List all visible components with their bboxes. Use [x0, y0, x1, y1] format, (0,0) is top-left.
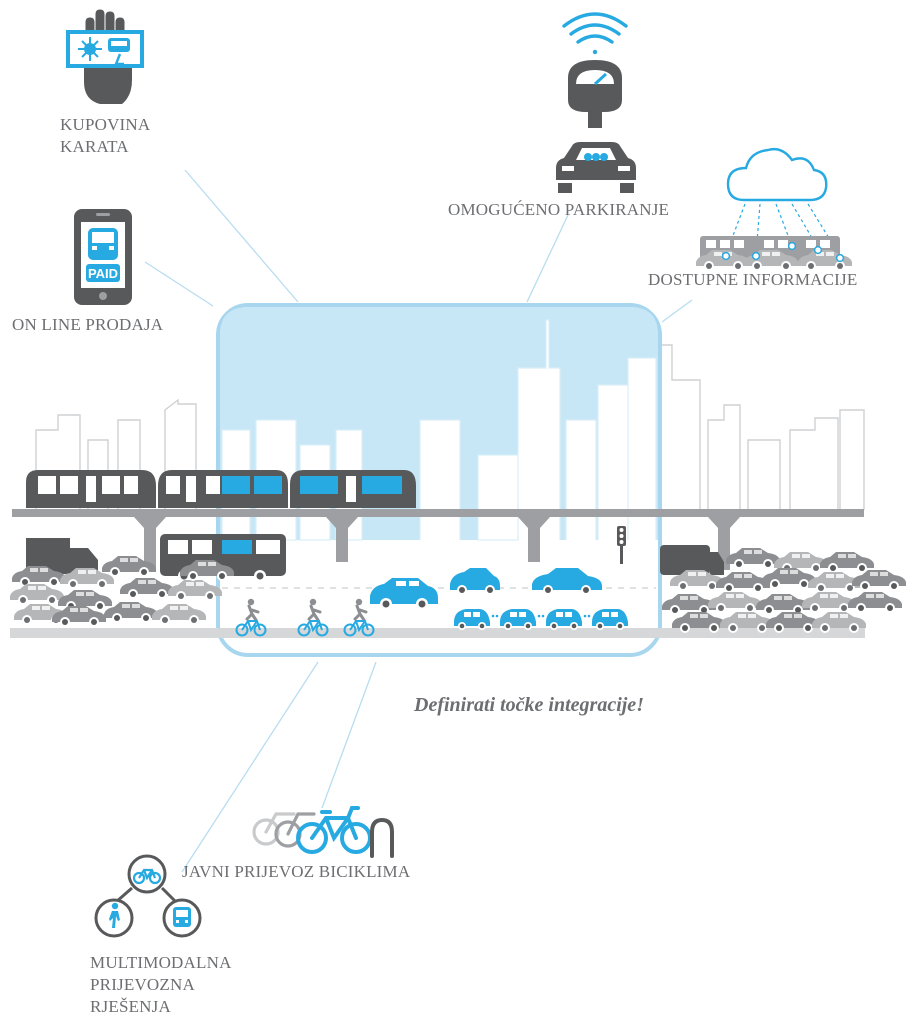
- label-ticket-purchase: KUPOVINA KARATA: [60, 114, 150, 158]
- bus-icon: [173, 907, 191, 927]
- traffic-right: [660, 545, 906, 633]
- label-smart-parking: OMOGUĆENO PARKIRANJE: [448, 200, 670, 219]
- cloud-icon: [696, 147, 852, 271]
- label-multimodal-line3: RJEŠENJA: [90, 997, 171, 1016]
- label-multimodal-line2: PRIJEVOZNA: [90, 975, 195, 994]
- monorail-train: [26, 470, 416, 508]
- label-bike-sharing: JAVNI PRIJEVOZ BICIKLIMA: [182, 862, 411, 881]
- parking-meter-icon: [568, 60, 622, 128]
- label-online-sales: ON LINE PRODAJA: [12, 315, 164, 334]
- traffic-left: [10, 534, 286, 627]
- connector-lines: [144, 169, 693, 873]
- label-info-access: DOSTUPNE INFORMACIJE: [648, 270, 858, 289]
- highlight-vehicles: [370, 568, 628, 630]
- car-icon: [556, 142, 636, 193]
- traffic-light: [617, 526, 626, 564]
- tagline: Definirati točke integracije!: [414, 694, 644, 716]
- elevated-guideway: [12, 509, 864, 570]
- label-multimodal-line1: MULTIMODALNA: [90, 953, 232, 972]
- phone-paid-badge: PAID: [88, 266, 118, 281]
- label-multimodal: MULTIMODALNA PRIJEVOZNA RJEŠENJA: [90, 952, 232, 1018]
- ticket-hand-icon: [66, 9, 144, 104]
- pedestrian-icon: [109, 902, 120, 928]
- bicycle-icon: [252, 806, 394, 858]
- label-ticket-purchase-line2: KARATA: [60, 137, 129, 156]
- wifi-icon: [562, 12, 628, 55]
- phone-paid-icon: PAID: [74, 209, 132, 305]
- road: [10, 628, 865, 638]
- bicycle-icon: [132, 868, 162, 885]
- label-ticket-purchase-line1: KUPOVINA: [60, 115, 151, 134]
